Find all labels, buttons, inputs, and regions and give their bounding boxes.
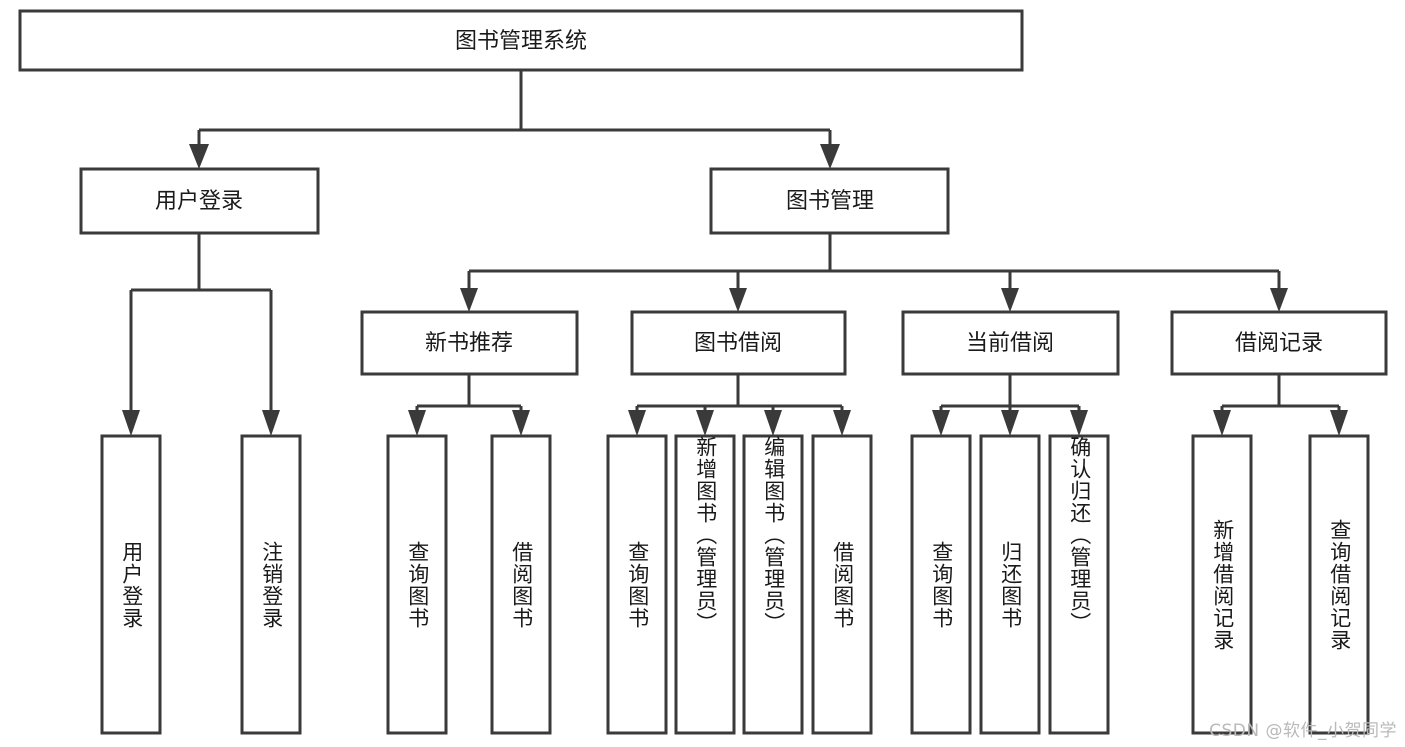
node-root-label: 图书管理系统 (455, 29, 587, 54)
arrow-head-cu-leaf3 (1070, 410, 1088, 436)
leaf-confirm-return-admin[interactable] (1048, 434, 1110, 735)
arrow-head-re-leaf2 (1330, 410, 1348, 436)
arrow-head-bo-leaf1 (628, 410, 646, 436)
leaf-add-book-admin[interactable] (674, 434, 736, 735)
connector-layer (122, 70, 1348, 436)
node-new-book-recommend-label: 新书推荐 (425, 331, 513, 356)
node-user-login-label: 用户登录 (155, 189, 243, 214)
arrow-head-bo-leaf2 (696, 410, 714, 436)
arrow-head-nb-leaf1 (408, 410, 426, 436)
leaf-logout[interactable] (240, 434, 302, 735)
arrow-head-bo-leaf3 (764, 410, 782, 436)
horizontal-label-layer: 图书管理系统 用户登录 图书管理 新书推荐 图书借阅 当前借阅 借阅记录 (155, 29, 1323, 356)
leaf-borrow-book-1[interactable] (490, 434, 552, 735)
arrow-head-borrow (729, 288, 747, 312)
arrow-head-cu-leaf2 (1001, 410, 1019, 436)
leaf-edit-book-admin[interactable] (742, 434, 804, 735)
node-user-login[interactable] (79, 167, 320, 235)
node-book-management-label: 图书管理 (786, 189, 874, 214)
csdn-watermark: CSDN @软件_小贺同学 (1209, 721, 1397, 741)
arrow-head-cu-leaf1 (932, 410, 950, 436)
leaf-borrow-book-2[interactable] (811, 434, 873, 735)
arrow-head-newbook (460, 288, 478, 312)
leaf-query-book-1[interactable] (386, 434, 448, 735)
leaf-add-borrow-record[interactable] (1191, 434, 1253, 735)
node-current-borrow-label: 当前借阅 (966, 331, 1054, 356)
leaf-user-login[interactable] (100, 434, 162, 735)
leaf-return-book[interactable] (979, 434, 1041, 735)
node-current-borrow[interactable] (901, 310, 1120, 376)
arrow-head-bookmgmt (820, 144, 840, 169)
arrow-head-current (1001, 288, 1019, 312)
arrow-head-re-leaf1 (1213, 410, 1231, 436)
arrow-head-login (189, 144, 209, 169)
arrow-head-user-login-leaf (122, 410, 140, 436)
arrow-head-logout-leaf (262, 410, 280, 436)
node-book-borrow[interactable] (630, 310, 847, 376)
node-new-book-recommend[interactable] (360, 310, 579, 376)
node-book-management[interactable] (709, 167, 950, 235)
leaf-query-book-3[interactable] (910, 434, 972, 735)
arrow-head-bo-leaf4 (833, 410, 851, 436)
node-layer (18, 9, 1388, 735)
node-borrow-record[interactable] (1170, 310, 1388, 376)
leaf-query-book-2[interactable] (606, 434, 668, 735)
node-root[interactable] (18, 9, 1024, 72)
leaf-query-borrow-record[interactable] (1308, 434, 1370, 735)
arrow-head-record (1270, 288, 1288, 312)
node-borrow-record-label: 借阅记录 (1235, 331, 1323, 356)
node-book-borrow-label: 图书借阅 (694, 331, 782, 356)
arrow-head-nb-leaf2 (512, 410, 530, 436)
